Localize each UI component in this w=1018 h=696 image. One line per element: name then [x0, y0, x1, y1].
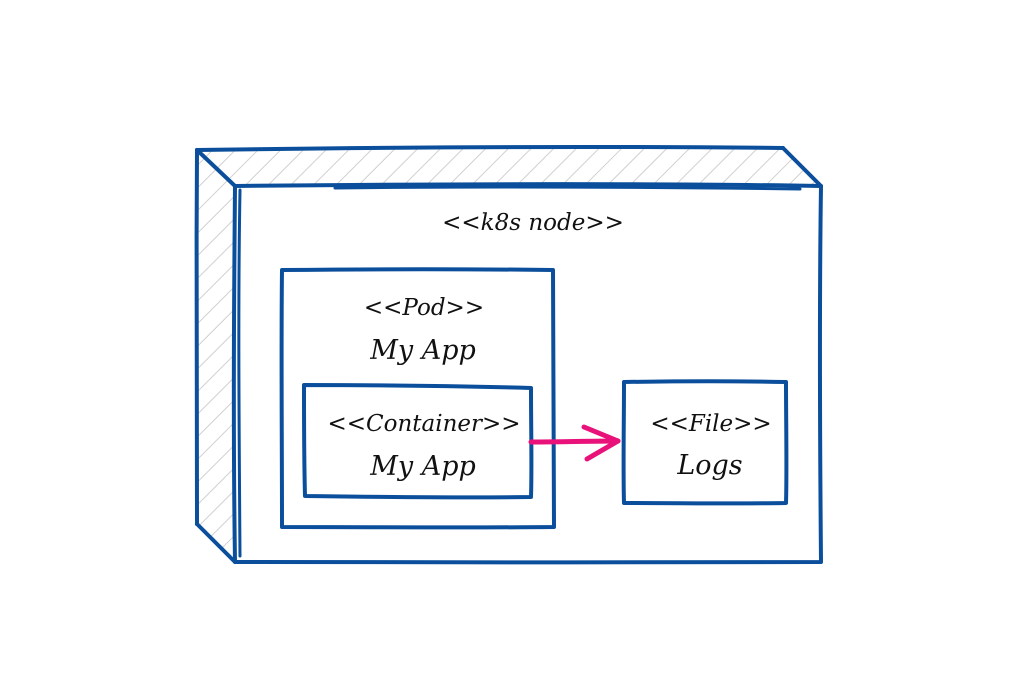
- node-front-left-stroke: [237, 188, 242, 558]
- node-side-face: [197, 150, 235, 562]
- container-border: [302, 383, 534, 500]
- arrow-shaft: [528, 438, 621, 445]
- node-top-edge: [195, 144, 785, 152]
- node-stereotype: <<k8s node>>: [442, 210, 624, 236]
- node-bottom-left-edge: [195, 522, 237, 564]
- container-stereotype: <<Container>>: [327, 411, 520, 437]
- node-front-top-stroke: [333, 185, 802, 191]
- file-box[interactable]: <<File>> Logs: [621, 379, 789, 506]
- node-top-right-edge: [781, 146, 823, 188]
- node-top-left-edge: [195, 148, 237, 188]
- file-stereotype: <<File>>: [650, 411, 771, 437]
- container-name: My App: [369, 451, 476, 482]
- node-top-face: [197, 148, 821, 186]
- pod-stereotype: <<Pod>>: [364, 295, 484, 321]
- node-front-face: [231, 182, 823, 565]
- container-to-file-arrow[interactable]: [528, 424, 621, 462]
- k8s-node[interactable]: <<k8s node>>: [194, 144, 823, 565]
- container-box[interactable]: <<Container>> My App: [302, 383, 534, 500]
- pod-name: My App: [369, 335, 476, 366]
- arrow-head: [581, 424, 621, 462]
- file-border: [621, 379, 789, 506]
- file-name: Logs: [676, 450, 742, 481]
